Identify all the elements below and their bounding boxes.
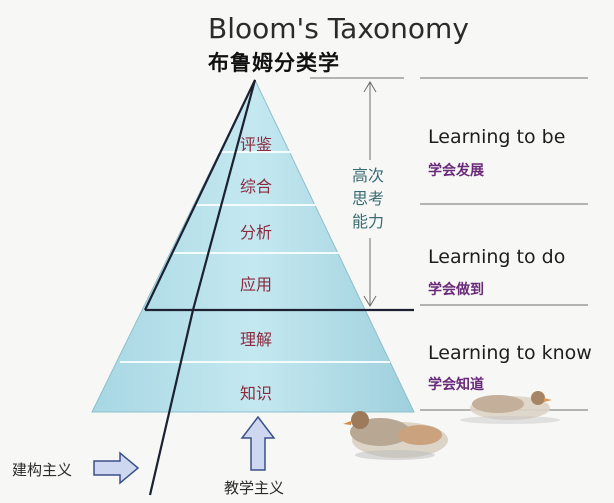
pillar-do-en: Learning to do [428,246,566,268]
higher-order-label-line3: 能力 [352,212,385,231]
higher-order-bracket [363,81,377,307]
duck-illustration-left [343,411,448,460]
pillar-be-en: Learning to be [428,126,566,148]
duck-illustration-right [460,391,560,424]
didacticism-label: 教学主义 [224,479,285,497]
didacticism-arrow [240,415,276,471]
pillar-know-zh: 学会知道 [428,377,484,393]
constructivism-lines [144,79,414,496]
diagram-title: Bloom's Taxonomy [208,12,469,45]
higher-order-label-line1: 高次 [352,166,385,185]
pillar-be-zh: 学会发展 [428,163,484,179]
higher-order-label-line2: 思考 [352,189,385,208]
pillar-do-zh: 学会做到 [428,282,484,298]
constructivism-arrow [93,451,140,485]
pillar-know-en: Learning to know [428,342,592,364]
pyramid-shape [91,78,415,413]
constructivism-label: 建构主义 [12,461,73,479]
diagram-subtitle: 布鲁姆分类学 [208,51,340,75]
